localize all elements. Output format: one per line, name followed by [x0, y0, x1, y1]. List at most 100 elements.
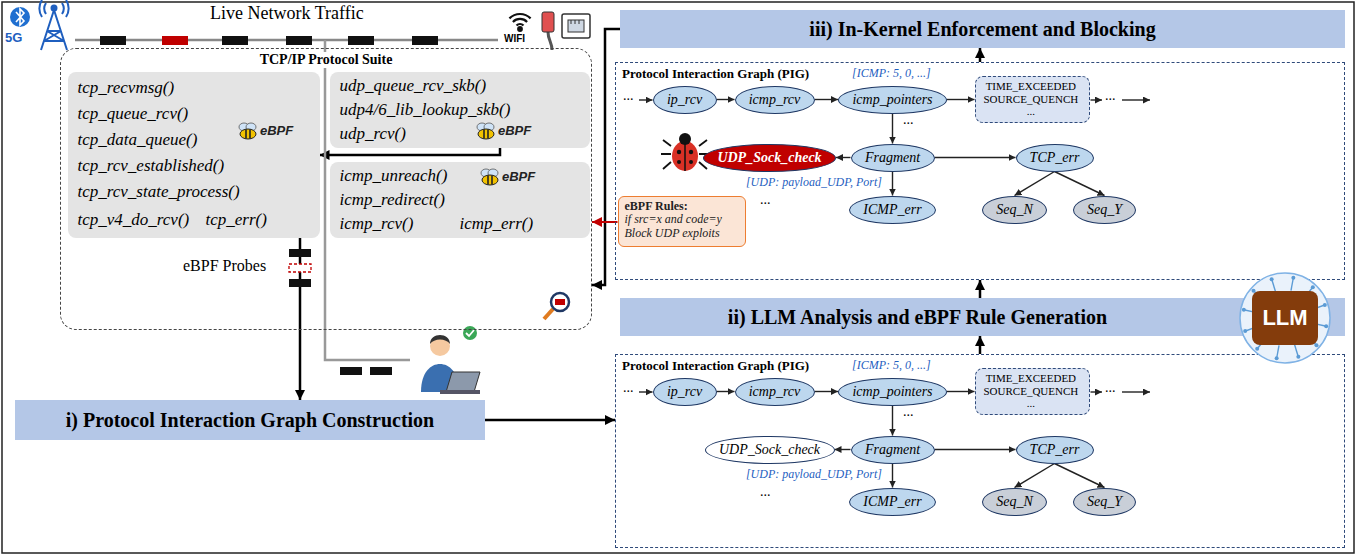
magnifier-icon — [555, 299, 565, 305]
connector — [892, 172, 893, 196]
function-name: tcp_queue_rcv() — [78, 104, 189, 124]
connector — [892, 406, 893, 436]
field-annotation: [UDP: payload_UDP, Port] — [746, 176, 882, 190]
node-text: ICMP_err — [863, 201, 921, 218]
ethernet-icon — [542, 12, 554, 32]
bluetooth-icon — [10, 7, 30, 27]
ellipsis: ... — [623, 380, 634, 396]
bee-stripe — [245, 130, 247, 139]
connector — [815, 391, 839, 392]
node-text: i) Protocol Interaction Graph Constructi… — [66, 409, 435, 432]
circuit-dot — [1311, 285, 1315, 289]
ebpf-logo: eBPF — [480, 167, 535, 186]
bee-stripe — [483, 130, 485, 139]
cell-tower-icon — [41, 10, 67, 50]
connector — [485, 419, 615, 422]
node-text: UDP_Sock_check — [717, 149, 821, 166]
traffic-line — [75, 36, 498, 45]
bug-icon — [689, 150, 693, 154]
magnifier-icon — [551, 293, 569, 311]
user-icon — [430, 335, 450, 344]
connector — [979, 48, 982, 62]
function-name: tcp_data_queue() — [78, 130, 198, 150]
ellipsis: ... — [903, 112, 914, 128]
circuit-line — [1291, 279, 1293, 291]
node-text: eBPF Rules: — [625, 200, 739, 214]
graph-node: ip_rcv — [653, 378, 717, 406]
wifi-icon — [509, 14, 530, 25]
graph-node: ip_rcv — [653, 86, 717, 114]
graph-node: Fragment — [851, 436, 935, 464]
circuit-dot — [1296, 355, 1300, 359]
connector — [1055, 464, 1105, 488]
graph-node: ICMP_err — [849, 488, 936, 516]
function-name: icmp_unreach() — [340, 166, 448, 186]
ellipsis: ... — [903, 404, 914, 420]
llm-chip — [1252, 291, 1318, 345]
lead-arrow — [1122, 99, 1150, 100]
user-icon — [463, 326, 477, 340]
node-text: ii) LLM Analysis and eBPF Rule Generatio… — [728, 306, 1107, 329]
node-text: ip_rcv — [667, 383, 702, 400]
graph-node: Seq_N — [982, 196, 1047, 224]
graph-panel: Protocol Interaction Graph (PIG)ip_rcvic… — [615, 62, 1345, 280]
bee-icon — [476, 122, 496, 140]
graph-node: UDP_Sock_check — [705, 436, 835, 464]
circuit-dot — [1270, 277, 1274, 281]
graph-node: Fragment — [851, 144, 935, 172]
graph-node: TCP_err — [1016, 436, 1094, 464]
ellipsis: ... — [760, 192, 771, 208]
graph-node: icmp_rcv — [735, 378, 815, 406]
traffic-line — [100, 36, 126, 45]
rule-box: eBPF Rules:if src=x and code=y Block UDP… — [618, 196, 746, 247]
function-group-box: udp_queue_rcv_skb()udp4/6_lib_lookup_skb… — [330, 72, 590, 148]
lead-arrow — [639, 391, 653, 392]
node-text: Fragment — [865, 149, 920, 166]
bug-icon — [689, 160, 693, 164]
node-text: Seq_N — [996, 493, 1033, 510]
circuit-dot — [1242, 308, 1246, 312]
function-name: udp_queue_rcv_skb() — [340, 76, 487, 96]
graph-panel: Protocol Interaction Graph (PIG)ip_rcvic… — [615, 354, 1345, 548]
ethernet-icon — [562, 14, 590, 38]
bee-stripe — [487, 130, 489, 139]
traffic-line — [222, 36, 248, 45]
connector — [1055, 172, 1105, 196]
connector — [935, 157, 1016, 158]
cell-tower-icon — [52, 6, 57, 11]
node-text: ICMP_err — [863, 493, 921, 510]
traffic-line — [348, 36, 374, 45]
bug-icon — [672, 141, 698, 171]
connector — [947, 99, 975, 100]
circuit-dot — [1323, 303, 1327, 307]
cell-tower-icon — [39, 0, 68, 17]
circuit-dot — [1291, 276, 1295, 280]
wifi-icon — [509, 14, 530, 31]
bluetooth-icon — [16, 9, 24, 25]
ethernet-icon — [542, 12, 590, 50]
connector — [892, 114, 893, 144]
field-annotation: [ICMP: 5, 0, ...] — [852, 67, 931, 81]
ethernet-icon — [571, 20, 579, 24]
connector — [320, 148, 501, 156]
ebpf-logo: eBPF — [476, 121, 531, 140]
node-text: Seq_N — [996, 201, 1033, 218]
delivered-packets — [370, 367, 392, 375]
llm-cloud — [1240, 273, 1330, 363]
lead-arrow — [1122, 391, 1150, 392]
node-text: TCP_err — [1030, 149, 1080, 166]
node-text: iii) In-Kernel Enforcement and Blocking — [809, 18, 1155, 41]
lead-arrow — [1091, 99, 1103, 100]
llm-icon: LLM — [1228, 270, 1342, 366]
node-text: icmp_pointers — [852, 91, 932, 108]
user-icon — [446, 372, 480, 392]
function-group-box: tcp_recvmsg()tcp_queue_rcv()tcp_data_que… — [68, 72, 320, 238]
node-body: if src=x and code=y Block UDP exploits — [625, 213, 737, 241]
stage-bar: iii) In-Kernel Enforcement and Blocking — [620, 10, 1345, 48]
connector — [979, 336, 982, 354]
function-name: tcp_rcv_established() — [78, 156, 225, 176]
bee-body — [478, 129, 494, 139]
cell-tower-icon — [39, 0, 68, 50]
